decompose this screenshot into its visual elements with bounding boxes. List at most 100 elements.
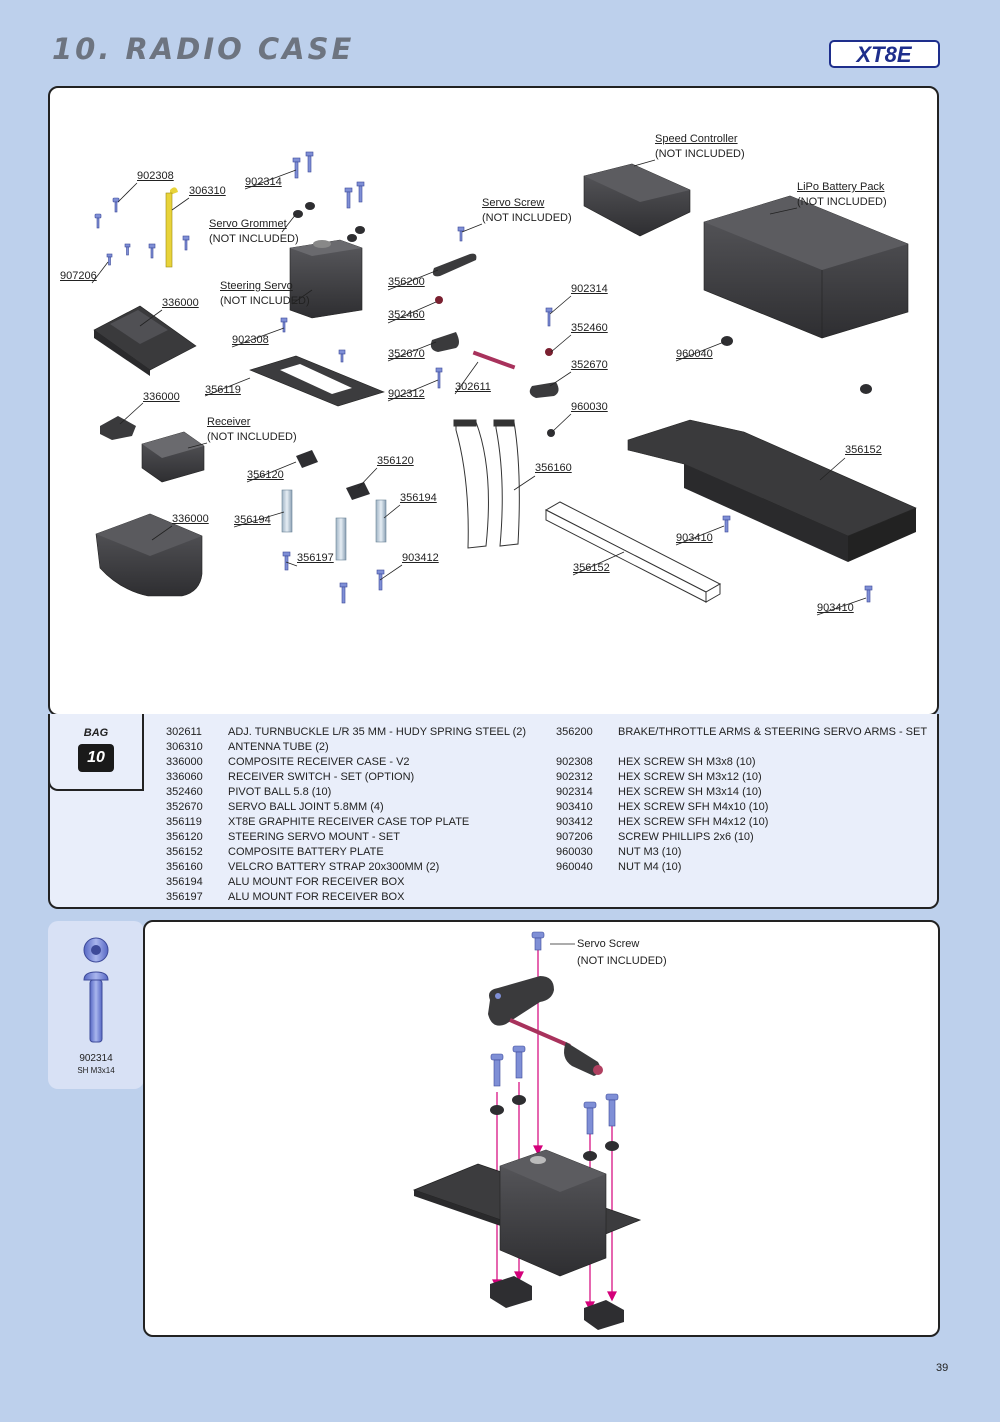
xt8e-logo: XT8E bbox=[829, 40, 940, 68]
part-code: 336060 bbox=[166, 771, 203, 783]
screw-icon bbox=[280, 317, 288, 333]
part-code: 960030 bbox=[556, 846, 593, 858]
receiver-case bbox=[95, 513, 203, 597]
part-description: BRAKE/THROTTLE ARMS & STEERING SERVO ARM… bbox=[618, 726, 928, 738]
screw-icon bbox=[864, 585, 873, 603]
screw-icon bbox=[292, 157, 301, 179]
part-description: XT8E GRAPHITE RECEIVER CASE TOP PLATE bbox=[228, 816, 470, 828]
part-description: NUT M4 (10) bbox=[618, 861, 682, 873]
assembly-note-line2: (NOT INCLUDED) bbox=[577, 955, 667, 967]
part-code: 903412 bbox=[556, 816, 593, 828]
exploded-view-drawing bbox=[91, 151, 917, 616]
part-callout-306310: 306310 bbox=[189, 185, 226, 197]
part-description: PIVOT BALL 5.8 (10) bbox=[228, 786, 332, 798]
part-description: ALU MOUNT FOR RECEIVER BOX bbox=[228, 876, 405, 888]
servo-arm bbox=[430, 253, 559, 398]
part-callout-356194: 356194 bbox=[234, 514, 271, 526]
part-code: 356152 bbox=[166, 846, 203, 858]
screw-icon bbox=[148, 243, 156, 259]
part-code: 902312 bbox=[556, 771, 593, 783]
part-callout-356120: 356120 bbox=[247, 469, 284, 481]
part-description: SERVO BALL JOINT 5.8MM (4) bbox=[228, 801, 384, 813]
part-callout-903412: 903412 bbox=[402, 552, 439, 564]
screw-icon bbox=[282, 551, 291, 571]
part-code: 960040 bbox=[556, 861, 593, 873]
lipo-battery bbox=[703, 195, 909, 339]
part-callout-907206: 907206 bbox=[60, 270, 97, 282]
n-servoscrew-line2: (NOT INCLUDED) bbox=[482, 212, 572, 224]
part-callout-356197: 356197 bbox=[297, 552, 334, 564]
assembly-screws bbox=[490, 1045, 619, 1135]
part-description: STEERING SERVO MOUNT - SET bbox=[228, 831, 400, 843]
part-callout-902314: 902314 bbox=[571, 283, 608, 295]
part-callout-356120: 356120 bbox=[377, 455, 414, 467]
part-description: ALU MOUNT FOR RECEIVER BOX bbox=[228, 891, 405, 903]
alu-mount bbox=[335, 517, 347, 561]
screw-icon bbox=[457, 226, 465, 242]
n-steering-line2: (NOT INCLUDED) bbox=[220, 295, 310, 307]
servo-screw-icon bbox=[531, 931, 545, 951]
screw-ref-size: SH M3x14 bbox=[77, 1066, 115, 1075]
assembly-note-line1: Servo Screw bbox=[577, 938, 640, 950]
receiver bbox=[141, 431, 205, 483]
part-callout-336000: 336000 bbox=[172, 513, 209, 525]
part-code: 902308 bbox=[556, 756, 593, 768]
servo-mount bbox=[346, 482, 370, 500]
part-description: HEX SCREW SFH M4x12 (10) bbox=[618, 816, 769, 828]
part-code: 336000 bbox=[166, 756, 203, 768]
part-description: HEX SCREW SH M3x8 (10) bbox=[618, 756, 756, 768]
part-code: 356194 bbox=[166, 876, 203, 888]
part-callout-356152: 356152 bbox=[573, 562, 610, 574]
n-speed-line1: Speed Controller bbox=[655, 133, 738, 145]
part-code: 352460 bbox=[166, 786, 203, 798]
assembly-grommets bbox=[490, 1095, 619, 1161]
screw-icon bbox=[182, 235, 190, 251]
exploded-view-panel bbox=[48, 86, 939, 716]
part-callout-356160: 356160 bbox=[535, 462, 572, 474]
part-description: HEX SCREW SFH M4x10 (10) bbox=[618, 801, 769, 813]
screw-group bbox=[94, 151, 873, 604]
page-title: 10. RADIO CASE bbox=[52, 32, 355, 66]
part-code: 356119 bbox=[166, 816, 202, 828]
part-callout-352670: 352670 bbox=[388, 348, 425, 360]
part-callout-960030: 960030 bbox=[571, 401, 608, 413]
n-grommet-line1: Servo Grommet bbox=[209, 218, 287, 230]
part-code: 302611 bbox=[166, 726, 202, 738]
bag-number: 10 bbox=[78, 744, 114, 772]
part-callout-356119: 356119 bbox=[205, 384, 241, 396]
part-callout-356200: 356200 bbox=[388, 276, 425, 288]
n-lipo-line1: LiPo Battery Pack bbox=[797, 181, 885, 193]
battery-plate-bar bbox=[544, 501, 722, 603]
assembly-servo-arm bbox=[488, 976, 603, 1076]
pivot-ball-icon bbox=[435, 296, 443, 304]
speed-controller bbox=[583, 163, 691, 237]
antenna-tube bbox=[165, 192, 173, 268]
part-callout-356194: 356194 bbox=[400, 492, 437, 504]
part-description: HEX SCREW SH M3x14 (10) bbox=[618, 786, 762, 798]
part-callout-302611: 302611 bbox=[455, 381, 491, 393]
part-callout-356152: 356152 bbox=[845, 444, 882, 456]
screw-icon bbox=[545, 307, 553, 327]
n-steering-line1: Steering Servo bbox=[220, 280, 293, 292]
screw-icon bbox=[435, 367, 443, 389]
part-callout-902308: 902308 bbox=[137, 170, 174, 182]
part-callout-903410: 903410 bbox=[676, 532, 713, 544]
grommet-group bbox=[293, 202, 872, 437]
alu-mount bbox=[375, 499, 387, 543]
servo-mount bbox=[296, 450, 318, 468]
screw-icon bbox=[722, 515, 731, 533]
assembly-steering-servo bbox=[499, 1149, 607, 1277]
n-grommet-line2: (NOT INCLUDED) bbox=[209, 233, 299, 245]
part-callout-902308: 902308 bbox=[232, 334, 269, 346]
assembly-servo-mounts bbox=[490, 1276, 624, 1330]
battery-plate bbox=[627, 419, 917, 562]
assembly-drawing bbox=[412, 931, 642, 1330]
screw-icon bbox=[112, 197, 120, 213]
screw-icon bbox=[124, 243, 131, 256]
part-callout-352460: 352460 bbox=[571, 322, 608, 334]
receiver-case-top bbox=[93, 305, 197, 376]
graphite-top-plate bbox=[249, 355, 385, 407]
part-code: 903410 bbox=[556, 801, 593, 813]
part-callout-903410: 903410 bbox=[817, 602, 854, 614]
screw-icon bbox=[356, 181, 365, 203]
